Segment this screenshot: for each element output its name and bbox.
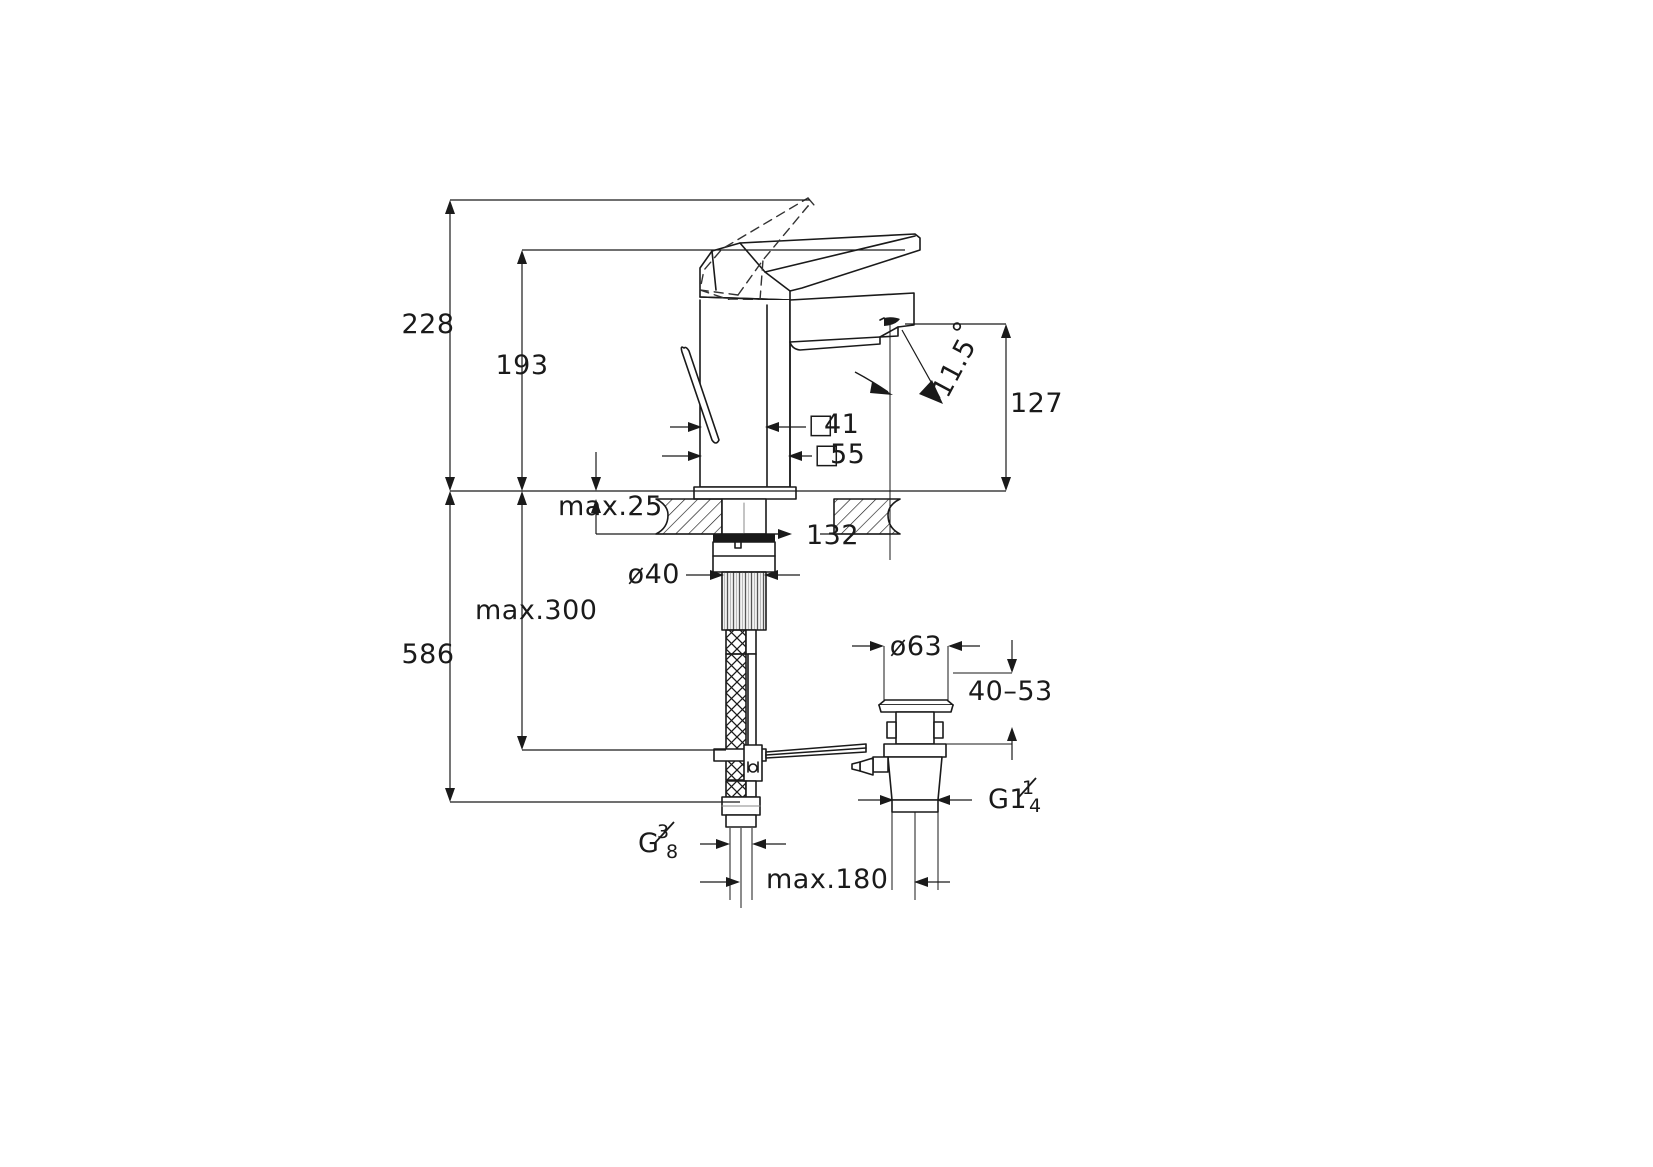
- label-g1: G1: [988, 784, 1027, 815]
- dim-square-41: [670, 422, 806, 432]
- supply-connector: [721, 780, 761, 828]
- label-g-one-quarter: G1 1 4: [988, 777, 1042, 817]
- label-max-300: max.300: [475, 595, 597, 626]
- label-g-three-eighths: G 3 8: [638, 821, 679, 863]
- faucet-body-column: [699, 299, 791, 488]
- label-g1-denominator: 4: [1029, 795, 1042, 817]
- label-square-symbol-41: □: [808, 409, 834, 440]
- label-55: 55: [830, 439, 865, 470]
- lever-handle: [699, 233, 921, 301]
- label-max-180: max.180: [766, 864, 888, 895]
- faucet-spout: [789, 292, 915, 488]
- dim-40-53: [946, 640, 1017, 760]
- label-square-symbol-55: □: [814, 439, 840, 470]
- dim-angle-11-5: [854, 324, 943, 560]
- dim-228: [445, 200, 455, 491]
- dimension-text-group: 228 193 127 □ 41 □ 55 max.25 132 ø40 max…: [401, 309, 1063, 895]
- label-193: 193: [495, 350, 548, 381]
- popup-lift-rod: [680, 346, 720, 444]
- hose-tee-fitting: [713, 744, 767, 782]
- label-dia-40: ø40: [628, 559, 680, 590]
- dim-max-300: [517, 491, 527, 750]
- knurled-sleeve: [721, 571, 767, 631]
- label-132: 132: [806, 520, 859, 551]
- label-g: G: [638, 828, 659, 859]
- dim-dia-63: [852, 641, 980, 700]
- dim-586: [445, 491, 455, 802]
- label-127: 127: [1010, 388, 1063, 419]
- base-plate: [693, 486, 797, 500]
- label-max-25: max.25: [558, 491, 663, 522]
- label-g-denominator: 8: [666, 841, 679, 863]
- label-dia-63: ø63: [890, 631, 942, 662]
- dim-193: [517, 250, 527, 491]
- label-228: 228: [401, 309, 454, 340]
- dim-g125: [858, 795, 972, 900]
- popup-linkage-rod: [765, 743, 867, 759]
- label-angle-11-5: 11.5 °: [926, 316, 983, 402]
- label-586: 586: [401, 639, 454, 670]
- dim-127: [1001, 324, 1011, 491]
- dim-max-180: [700, 877, 950, 887]
- label-41: 41: [824, 409, 859, 440]
- mounting-shank: [721, 498, 767, 535]
- popup-waste-assembly: [851, 699, 954, 813]
- dimension-lines-group: [445, 199, 1017, 908]
- dim-square-55: [662, 451, 812, 487]
- label-angle-value: 11.5: [926, 333, 983, 402]
- lock-nut: [712, 534, 776, 573]
- label-40-53: 40–53: [968, 676, 1053, 707]
- dim-dia-40: [686, 570, 800, 580]
- countertop-section: [655, 498, 901, 535]
- dim-g38: [700, 828, 786, 908]
- faucet-body-geometry: [655, 197, 954, 828]
